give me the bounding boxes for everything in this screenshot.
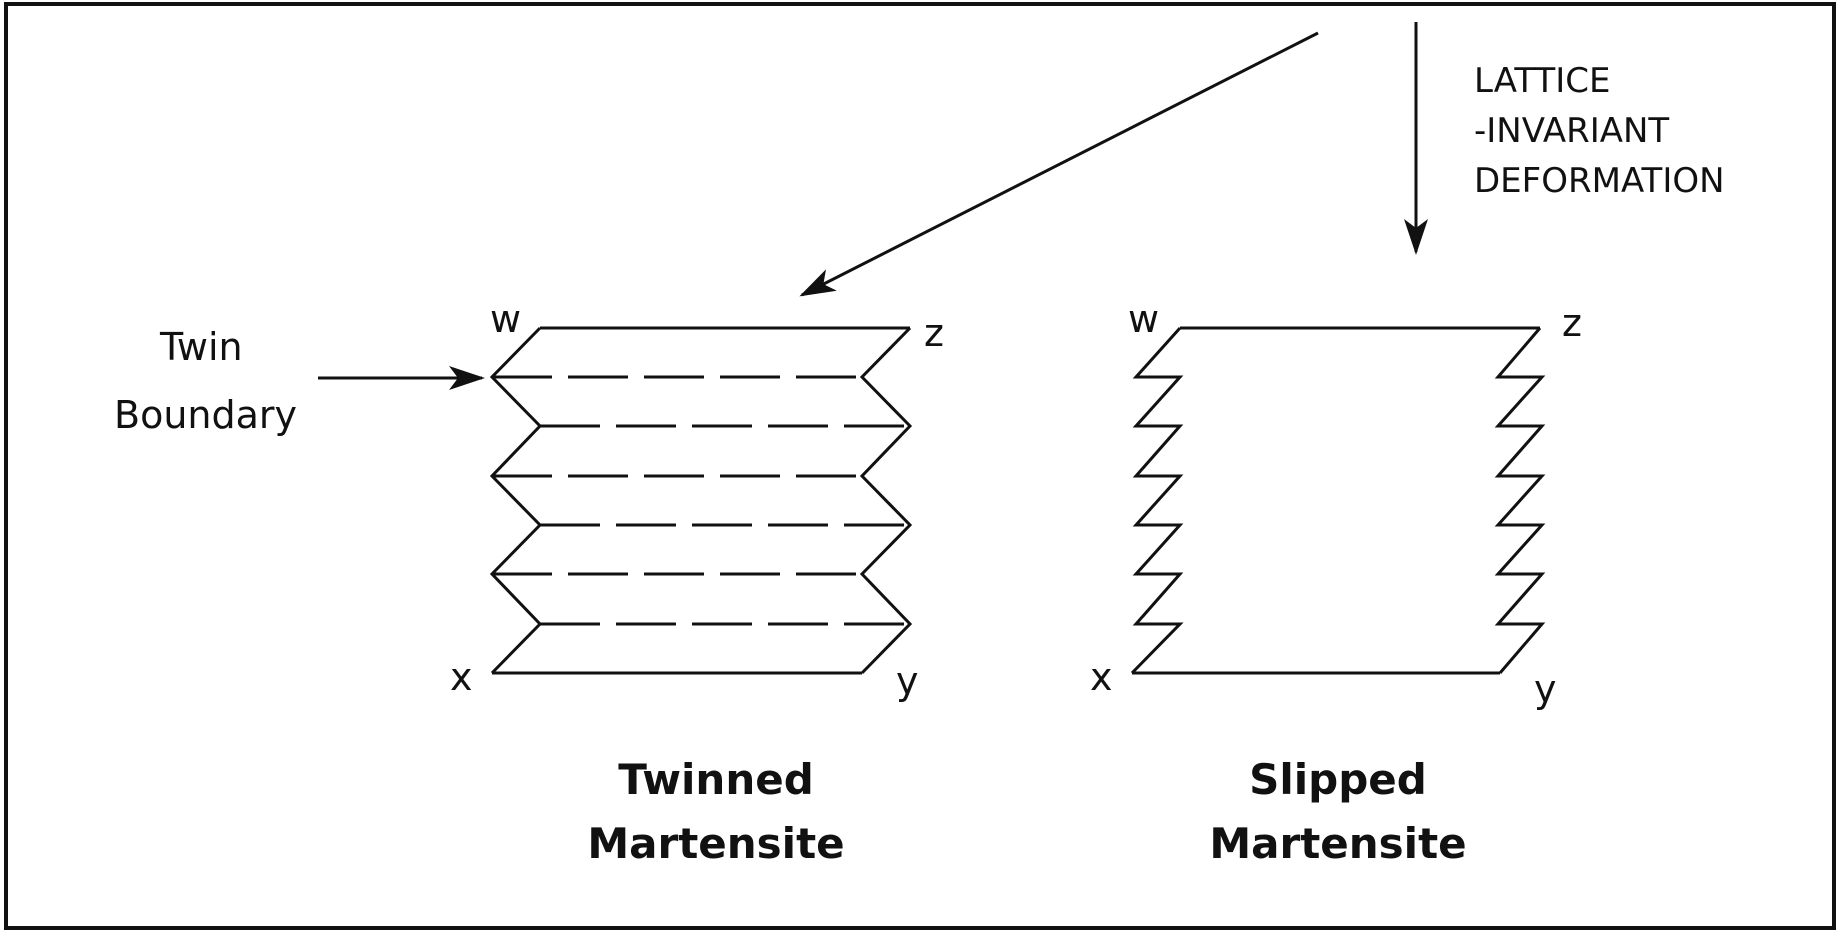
- twinned-caption-line1: Twinned: [618, 755, 814, 804]
- lattice-label-line3: DEFORMATION: [1474, 161, 1725, 201]
- twinned-corner-y: y: [896, 659, 919, 703]
- slipped-corner-x: x: [1090, 655, 1113, 699]
- slipped-martensite-shape: [1130, 326, 1546, 675]
- twinned-corner-z: z: [924, 311, 944, 355]
- slipped-caption-line2: Martensite: [1209, 819, 1466, 868]
- lattice-label-line1: LATTICE: [1474, 61, 1611, 101]
- slipped-corner-z: z: [1562, 301, 1582, 345]
- slipped-caption-line1: Slipped: [1249, 755, 1427, 804]
- twinned-corner-x: x: [450, 655, 473, 699]
- twin-boundary-label-line1: Twin: [159, 325, 243, 369]
- twinned-martensite-shape: [489, 326, 913, 675]
- lattice-label-line2: -INVARIANT: [1474, 111, 1669, 151]
- slipped-corner-y: y: [1534, 667, 1557, 711]
- twinned-corner-w: w: [490, 297, 521, 341]
- slipped-corner-w: w: [1128, 297, 1159, 341]
- figure-frame: [4, 2, 1836, 930]
- twinned-caption-line2: Martensite: [587, 819, 844, 868]
- twin-boundary-label-line2: Boundary: [114, 393, 297, 437]
- diagonal-arrow: [799, 31, 1319, 297]
